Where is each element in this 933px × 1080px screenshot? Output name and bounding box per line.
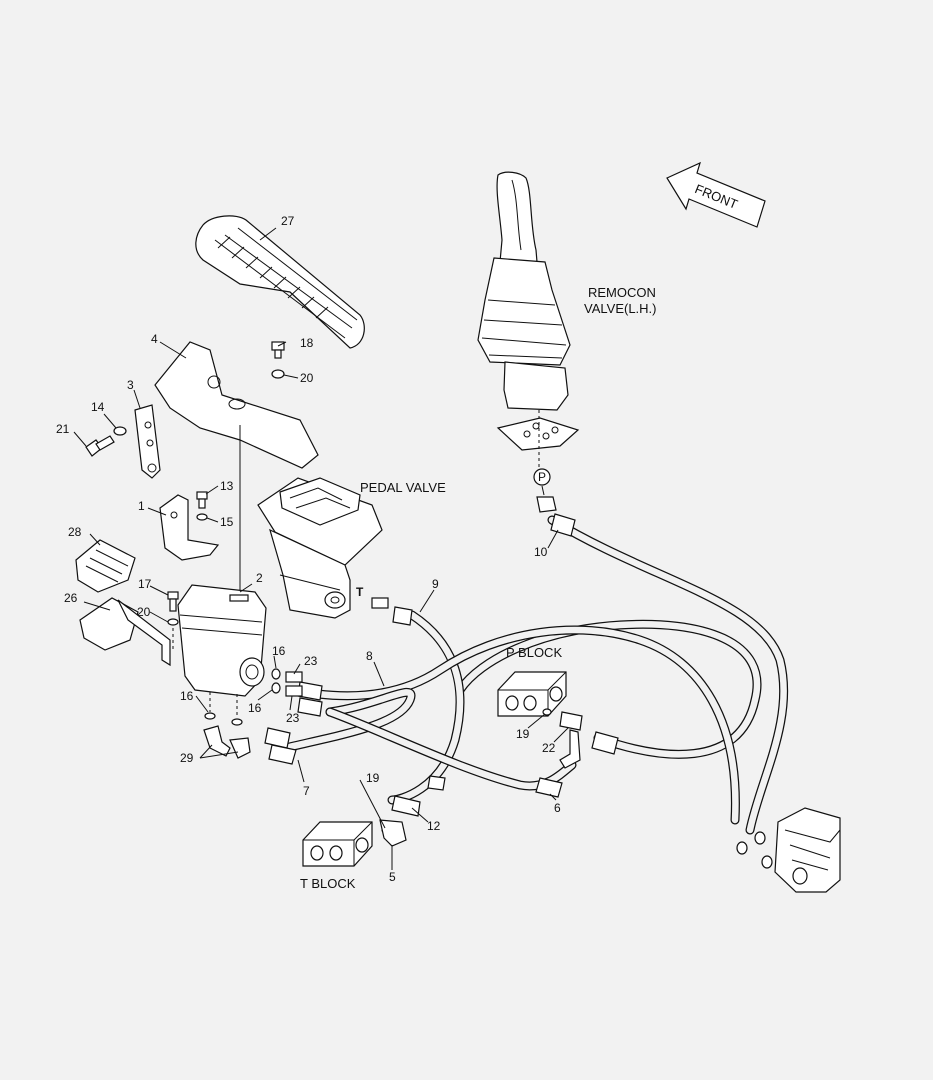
callout-15: 15 bbox=[220, 515, 234, 529]
callout-numbers: 27 4 18 20 3 14 21 13 1 15 28 2 17 26 20… bbox=[56, 214, 561, 884]
callout-3: 3 bbox=[127, 378, 134, 392]
fittings-16-23-29 bbox=[203, 668, 303, 759]
p-block bbox=[497, 671, 583, 769]
callout-27: 27 bbox=[281, 214, 295, 228]
bolt-21 bbox=[85, 426, 127, 457]
pedal-bracket bbox=[154, 341, 319, 590]
callout-20a: 20 bbox=[300, 371, 314, 385]
callout-6: 6 bbox=[554, 801, 561, 815]
callout-16b: 16 bbox=[180, 689, 194, 703]
remocon-title-line2: VALVE(L.H.) bbox=[584, 301, 656, 316]
callout-28: 28 bbox=[68, 525, 82, 539]
callout-7: 7 bbox=[303, 784, 310, 798]
hose-5 bbox=[325, 707, 577, 791]
pedal-valve: T bbox=[257, 477, 383, 619]
callout-2: 2 bbox=[256, 571, 263, 585]
pedal-valve-body-2 bbox=[177, 584, 267, 726]
pedal-pad-28 bbox=[75, 539, 136, 593]
remocon-title-line1: REMOCON bbox=[588, 285, 656, 300]
callout-12: 12 bbox=[427, 819, 441, 833]
callout-17: 17 bbox=[138, 577, 152, 591]
callout-8: 8 bbox=[366, 649, 373, 663]
pedal-26 bbox=[79, 597, 171, 667]
bracket-1 bbox=[159, 491, 220, 561]
control-valve bbox=[736, 807, 841, 893]
callout-29: 29 bbox=[180, 751, 194, 765]
callout-16a: 16 bbox=[272, 644, 286, 658]
callout-18: 18 bbox=[300, 336, 314, 350]
foot-pedal bbox=[195, 215, 365, 349]
port-t-label: T bbox=[356, 585, 364, 599]
callout-16c: 16 bbox=[248, 701, 262, 715]
hose-7 bbox=[280, 687, 416, 753]
t-block-title: T BLOCK bbox=[300, 876, 356, 891]
callout-23a: 23 bbox=[304, 654, 318, 668]
p-block-title: P BLOCK bbox=[506, 645, 562, 660]
leader-lines bbox=[73, 227, 569, 870]
callout-4: 4 bbox=[151, 332, 158, 346]
callout-14: 14 bbox=[91, 400, 105, 414]
callout-21: 21 bbox=[56, 422, 70, 436]
callout-5: 5 bbox=[389, 870, 396, 884]
callout-10: 10 bbox=[534, 545, 548, 559]
callout-1: 1 bbox=[138, 499, 145, 513]
hose-10 bbox=[547, 515, 789, 835]
callout-19b: 19 bbox=[366, 771, 380, 785]
callout-22: 22 bbox=[542, 741, 556, 755]
callout-9: 9 bbox=[432, 577, 439, 591]
t-block bbox=[302, 795, 421, 867]
pedal-plate bbox=[134, 404, 161, 479]
callout-23b: 23 bbox=[286, 711, 300, 725]
callout-13: 13 bbox=[220, 479, 234, 493]
remocon-valve: P bbox=[477, 171, 580, 513]
hose-6 bbox=[455, 619, 762, 759]
port-p-label: P bbox=[538, 470, 546, 484]
pedal-valve-title: PEDAL VALVE bbox=[360, 480, 446, 495]
hose-9 bbox=[387, 610, 465, 805]
callout-26: 26 bbox=[64, 591, 78, 605]
hose-8 bbox=[313, 625, 740, 825]
callout-20b: 20 bbox=[137, 605, 151, 619]
callout-19a: 19 bbox=[516, 727, 530, 741]
hose-fittings bbox=[264, 513, 619, 798]
